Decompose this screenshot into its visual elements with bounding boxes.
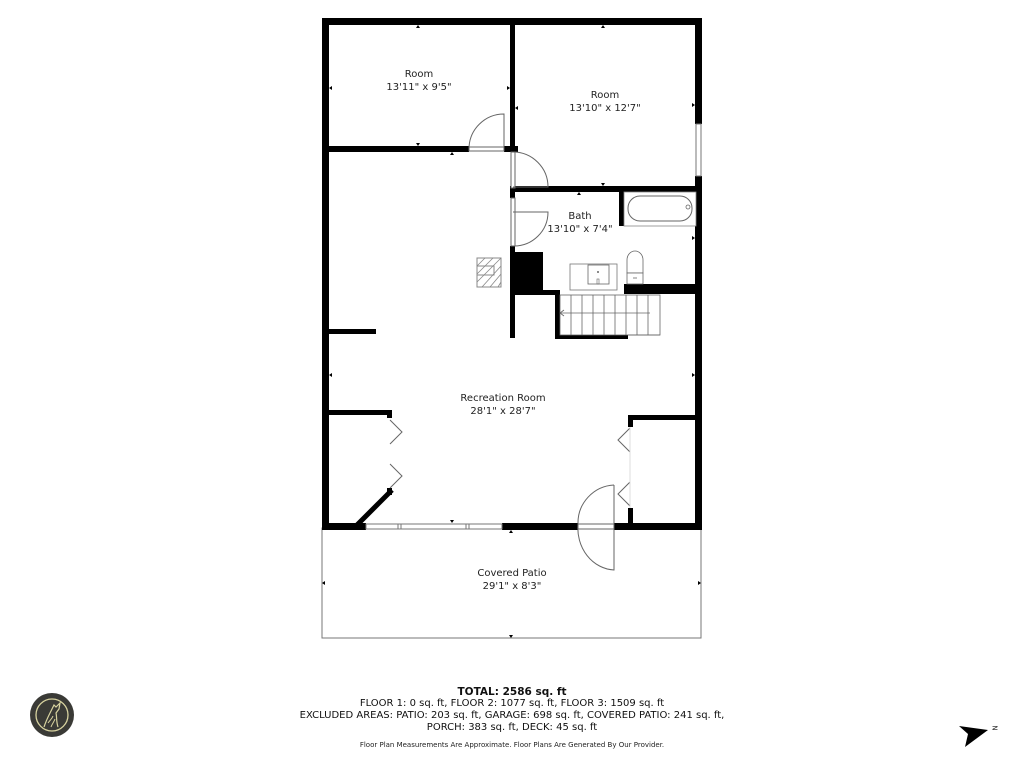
toilet-icon xyxy=(626,250,644,285)
room-name: Room xyxy=(404,69,434,80)
closet-diagonal-wall xyxy=(355,488,394,527)
floor-areas: FLOOR 1: 0 sq. ft, FLOOR 2: 1077 sq. ft,… xyxy=(359,698,665,709)
room-name: Bath xyxy=(568,211,592,222)
room-name: Recreation Room xyxy=(460,393,546,404)
room-dimensions: 28'1" x 28'7" xyxy=(470,406,536,417)
howling-wolf-logo-icon xyxy=(30,693,74,737)
interior-walls xyxy=(322,18,702,528)
total-area: TOTAL: 2586 sq. ft xyxy=(457,686,567,698)
area-summary: TOTAL: 2586 sq. ft FLOOR 1: 0 sq. ft, FL… xyxy=(0,686,1024,751)
measurement-ticks xyxy=(322,25,701,638)
north-label: N xyxy=(990,725,999,731)
room-name: Covered Patio xyxy=(477,568,547,579)
disclaimer: Floor Plan Measurements Are Approximate.… xyxy=(359,741,665,749)
north-arrow-icon xyxy=(959,726,988,747)
excluded-areas-line-2: PORCH: 383 sq. ft, DECK: 45 sq. ft xyxy=(426,722,598,733)
window-right xyxy=(695,123,702,177)
room-label-room-2: Room 13'10" x 12'7" xyxy=(569,89,641,115)
excluded-areas-line-1: EXCLUDED AREAS: PATIO: 203 sq. ft, GARAG… xyxy=(299,710,725,721)
staircase-icon xyxy=(559,294,661,336)
fireplace-icon xyxy=(476,257,502,288)
sink-icon xyxy=(569,263,618,291)
room-dimensions: 29'1" x 8'3" xyxy=(482,581,542,592)
sliding-door xyxy=(365,523,503,530)
door-swings xyxy=(389,113,631,571)
room-label-covered-patio: Covered Patio 29'1" x 8'3" xyxy=(477,567,546,593)
room-label-bath: Bath 13'10" x 7'4" xyxy=(547,210,612,236)
bathtub-icon xyxy=(623,191,697,227)
room-dimensions: 13'11" x 9'5" xyxy=(386,82,452,93)
room-name: Room xyxy=(590,90,620,101)
room-label-room-1: Room 13'11" x 9'5" xyxy=(386,68,451,94)
room-dimensions: 13'10" x 7'4" xyxy=(547,224,613,235)
room-label-recreation-room: Recreation Room 28'1" x 28'7" xyxy=(460,392,545,418)
room-dimensions: 13'10" x 12'7" xyxy=(569,103,641,114)
